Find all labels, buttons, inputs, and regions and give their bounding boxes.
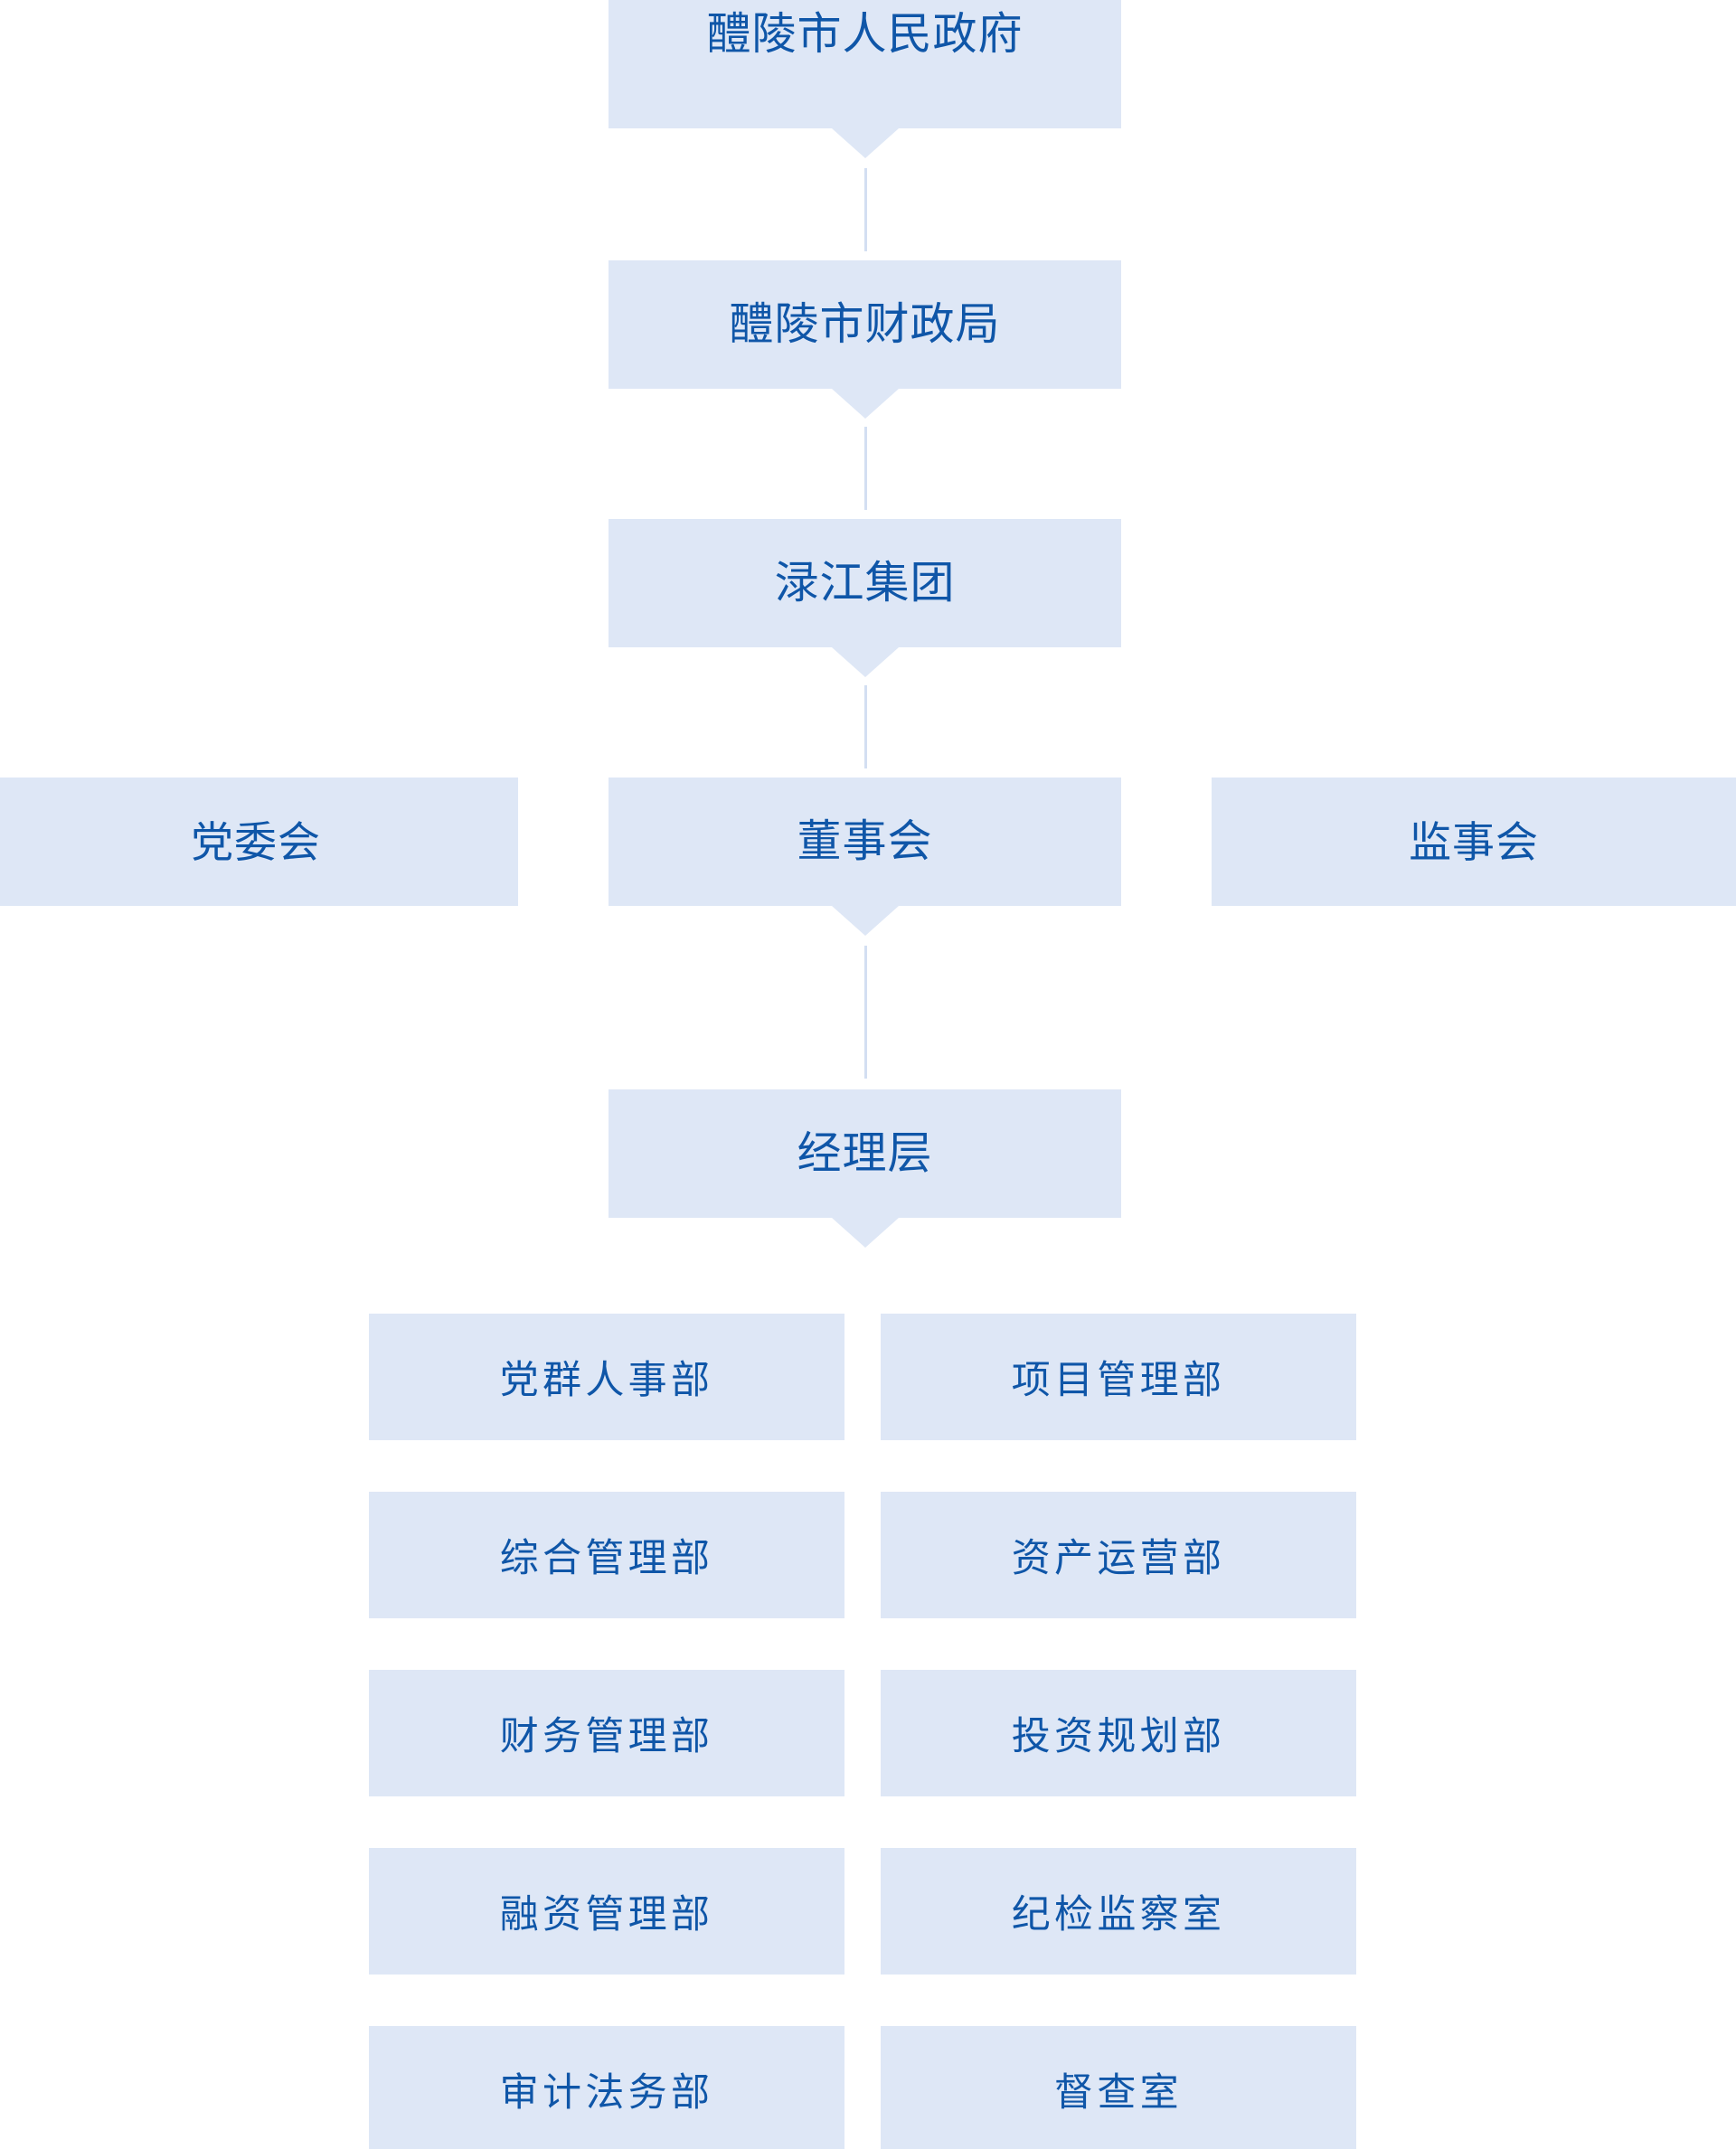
- connector-group-to-board: [864, 685, 867, 768]
- department-node[interactable]: 督查室: [881, 2026, 1356, 2149]
- org-node-management-layer-label: 经理层: [797, 1128, 933, 1178]
- department-node[interactable]: 审计法务部: [369, 2026, 844, 2149]
- department-label: 融资管理部: [499, 1893, 714, 1937]
- org-node-group-label: 渌江集团: [774, 558, 956, 608]
- org-node-party-committee[interactable]: 党委会: [0, 778, 518, 906]
- org-node-supervisory-committee-label: 监事会: [1409, 817, 1539, 866]
- department-node[interactable]: 投资规划部: [881, 1670, 1356, 1796]
- org-node-government-label: 醴陵市人民政府: [706, 9, 1024, 59]
- org-node-finance-bureau[interactable]: 醴陵市财政局: [609, 260, 1121, 389]
- department-node[interactable]: 综合管理部: [369, 1492, 844, 1618]
- department-node[interactable]: 项目管理部: [881, 1314, 1356, 1440]
- department-label: 综合管理部: [499, 1537, 714, 1580]
- connector-board-to-manager: [864, 946, 867, 1079]
- org-node-party-committee-label: 党委会: [191, 817, 321, 866]
- department-node[interactable]: 财务管理部: [369, 1670, 844, 1796]
- department-label: 资产运营部: [1011, 1537, 1226, 1580]
- department-node[interactable]: 融资管理部: [369, 1848, 844, 1975]
- connector-finance-to-group: [864, 427, 867, 510]
- department-label: 纪检监察室: [1011, 1893, 1226, 1937]
- org-node-supervisory-committee[interactable]: 监事会: [1212, 778, 1736, 906]
- org-node-group[interactable]: 渌江集团: [609, 519, 1121, 647]
- org-node-finance-bureau-label: 醴陵市财政局: [729, 299, 1001, 349]
- department-label: 督查室: [1054, 2071, 1183, 2115]
- department-node[interactable]: 党群人事部: [369, 1314, 844, 1440]
- department-label: 项目管理部: [1011, 1359, 1226, 1402]
- department-label: 投资规划部: [1011, 1715, 1226, 1758]
- department-node[interactable]: 纪检监察室: [881, 1848, 1356, 1975]
- org-node-management-layer[interactable]: 经理层: [609, 1089, 1121, 1218]
- department-grid: 党群人事部 项目管理部 综合管理部 资产运营部 财务管理部 投资规划部 融资管理…: [369, 1314, 1356, 2149]
- connector-government-to-finance: [864, 168, 867, 251]
- department-node[interactable]: 资产运营部: [881, 1492, 1356, 1618]
- department-label: 财务管理部: [499, 1715, 714, 1758]
- department-label: 党群人事部: [499, 1359, 714, 1402]
- department-label: 审计法务部: [499, 2071, 714, 2115]
- org-node-board-of-directors-label: 董事会: [797, 816, 933, 866]
- org-node-government[interactable]: 醴陵市人民政府: [609, 0, 1121, 128]
- org-node-board-of-directors[interactable]: 董事会: [609, 778, 1121, 906]
